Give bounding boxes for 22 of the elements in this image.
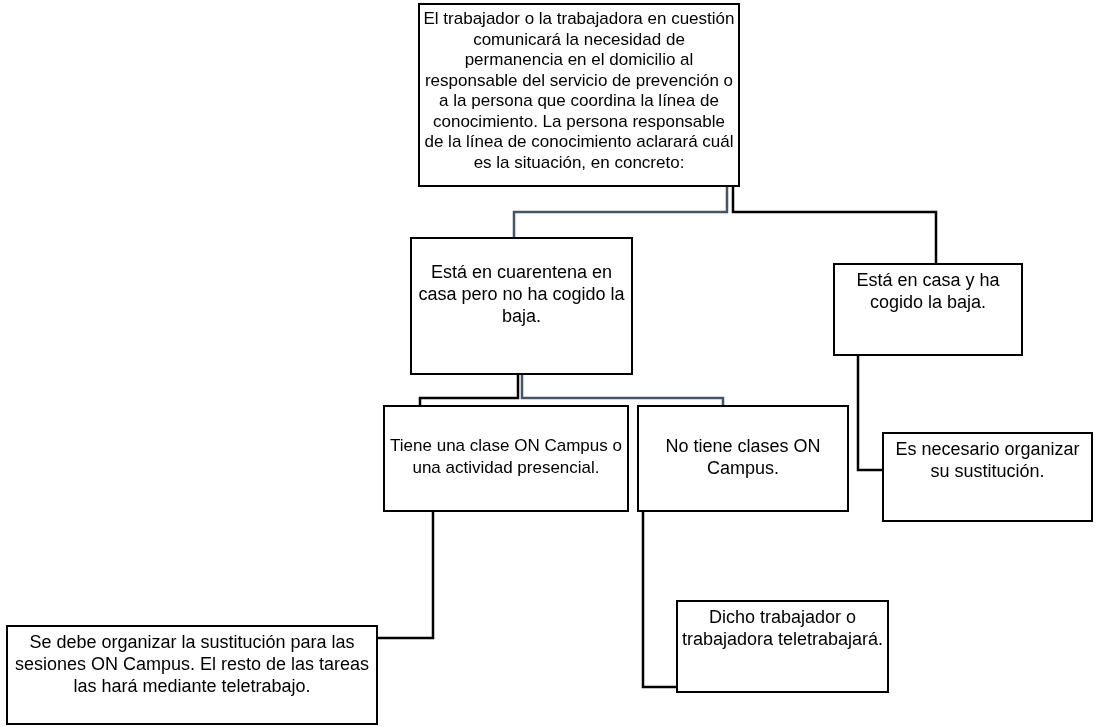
box-text: No tiene clases ON Campus.	[664, 435, 822, 479]
box-text: Es necesario organizar su sustitución.	[894, 438, 1081, 482]
process-box	[383, 405, 629, 512]
box-text: Dicho trabajador o trabajadora teletrabajará.	[681, 606, 884, 650]
process-box	[410, 237, 633, 375]
connector-line	[731, 187, 938, 263]
connector-line	[520, 375, 725, 405]
process-box	[882, 432, 1093, 522]
box-text: El trabajador o la trabajadora en cuestión comunicará la necesidad de permanencia en el domicilio al responsable del servicio de prevención o a la persona que coordina la línea de conocimiento. La persona responsable de la línea de conocimiento aclarará cuál es la situación, en concreto:	[423, 9, 735, 173]
process-box	[637, 405, 849, 512]
box-text: Se debe organizar la sustitución para las sesiones ON Campus. El resto de las tareas las hará mediante teletrabajo.	[13, 631, 371, 697]
box-text: Está en cuarentena en casa pero no ha cogido la baja.	[417, 261, 626, 327]
connector-line	[418, 375, 520, 405]
process-box	[676, 600, 889, 693]
connector-line	[378, 512, 435, 640]
process-box	[833, 263, 1023, 356]
box-text: Tiene una clase ON Campus o una actividad presencial.	[389, 435, 623, 479]
connector-line	[512, 187, 729, 237]
process-box	[6, 625, 378, 725]
box-text: Está en casa y ha cogido la baja.	[855, 269, 1001, 313]
connector-line	[641, 512, 676, 689]
connector-line	[856, 356, 882, 472]
